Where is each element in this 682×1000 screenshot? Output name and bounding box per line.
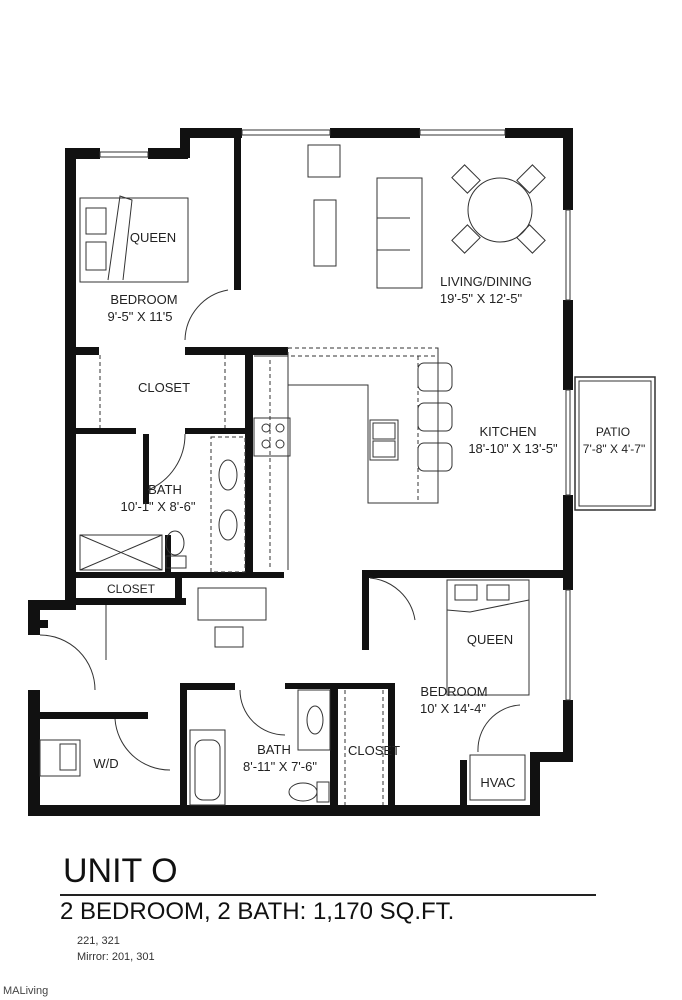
fixtures [39, 129, 656, 806]
bedroom1-bed-label: QUEEN [129, 230, 177, 245]
kitchen-name: KITCHEN [479, 424, 537, 439]
bedroom2-size: 10' X 14'-4" [420, 701, 486, 716]
bedroom2-name: BEDROOM [420, 684, 488, 699]
bath2-size: 8'-11" X 7'-6" [243, 759, 317, 774]
closet1-label: CLOSET [137, 380, 191, 395]
patio-name: PATIO [595, 425, 631, 439]
bedroom1-size: 9'-5" X 11'5 [107, 309, 173, 324]
living-size: 19'-5" X 12'-5" [439, 291, 523, 306]
title-divider [60, 894, 596, 896]
unit-numbers: 221, 321 [77, 935, 120, 947]
bath2-name: BATH [257, 742, 291, 757]
bath1-name: BATH [148, 482, 182, 497]
unit-summary: 2 BEDROOM, 2 BATH: 1,170 SQ.FT. [60, 898, 455, 925]
wd-label: W/D [93, 756, 119, 771]
closet3-label: CLOSET [347, 743, 401, 758]
brand-watermark: MALiving [3, 985, 49, 997]
mirror-units: Mirror: 201, 301 [77, 951, 155, 963]
bath1-size: 10'-1" X 8'-6" [120, 499, 196, 514]
hvac-label: HVAC [480, 775, 516, 790]
bedroom2-bed-label: QUEEN [466, 632, 514, 647]
living-name: LIVING/DINING [440, 274, 532, 289]
kitchen-size: 18'-10" X 13'-5" [468, 441, 558, 456]
walls [28, 128, 573, 816]
patio-size: 7'-8" X 4'-7" [582, 442, 646, 456]
unit-title: UNIT O [63, 852, 178, 890]
closet2-label: CLOSET [106, 582, 156, 596]
bedroom1-name: BEDROOM [110, 292, 178, 307]
